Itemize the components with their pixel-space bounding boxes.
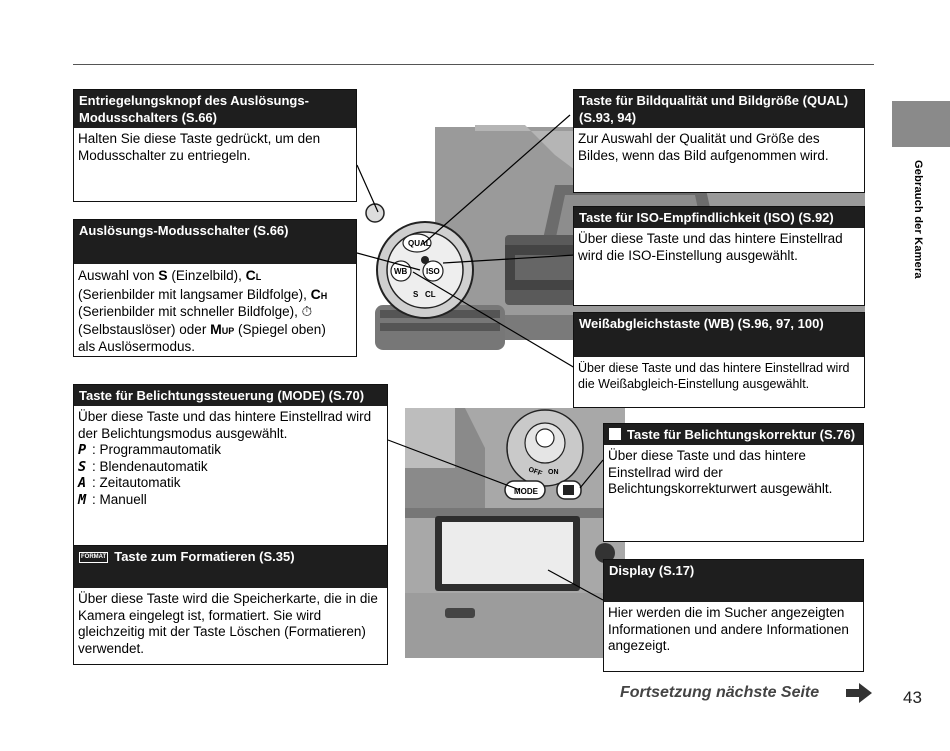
svg-text:QUAL: QUAL [408, 239, 431, 248]
callout-exp-comp: Taste für Belichtungskorrektur (S.76) Üb… [603, 423, 864, 542]
svg-text:OFF: OFF [527, 466, 543, 478]
section-tab [892, 101, 950, 147]
callout-title: Taste für Belichtungssteuerung (MODE) (S… [74, 385, 387, 406]
callout-body: Auswahl von S (Einzelbild), CL (Serienbi… [78, 267, 328, 354]
callout-body: Hier werden die im Sucher angezeigten In… [608, 605, 849, 653]
svg-text:ISO: ISO [426, 267, 440, 276]
mode-button [504, 480, 546, 500]
callout-title: Taste für ISO-Empfindlichkeit (ISO) (S.9… [574, 207, 864, 228]
callout-title: Taste für Belichtungskorrektur (S.76) [604, 424, 863, 445]
callout-release-lock: Entriegelungsknopf des Auslösungs-Moduss… [73, 89, 357, 202]
callout-body: Zur Auswahl der Qualität und Größe des B… [578, 131, 829, 163]
svg-text:ON: ON [548, 469, 559, 476]
callout-exposure-mode: Taste für Belichtungssteuerung (MODE) (S… [73, 384, 388, 546]
top-rule [73, 64, 874, 65]
callout-body: Über diese Taste und das hintere Einstel… [578, 361, 850, 391]
svg-text:MODE: MODE [514, 487, 539, 496]
self-timer-icon: ⏱ [301, 304, 313, 319]
mode-item: M: Manuell [78, 491, 147, 508]
callout-wb: Weißabgleichstaste (WB) (S.96, 97, 100) … [573, 312, 865, 408]
callout-title: Auslösungs-Modusschalter (S.66) [74, 220, 356, 264]
svg-text:CL: CL [425, 290, 436, 299]
callout-body: Über diese Taste und das hintere Einstel… [578, 231, 843, 263]
page-number: 43 [903, 688, 922, 707]
mode-item: A: Zeitautomatik [78, 475, 181, 491]
arrow-right-icon [846, 683, 872, 703]
camera-back-photo: OFF ON MODE [405, 408, 625, 658]
svg-text:S: S [413, 290, 419, 299]
continued-next-page: Fortsetzung nächste Seite [620, 684, 820, 701]
callout-iso: Taste für ISO-Empfindlichkeit (ISO) (S.9… [573, 206, 865, 306]
mode-list: P: Programmautomatik S: Blendenautomatik… [78, 442, 383, 508]
mode-item: P: Programmautomatik [78, 442, 222, 458]
callout-title: Display (S.17) [604, 560, 863, 602]
callout-body: Über diese Taste und das hintere Einstel… [74, 406, 387, 511]
mode-item: S: Blendenautomatik [78, 458, 208, 475]
callout-release-mode-dial: Auslösungs-Modusschalter (S.66) Auswahl … [73, 219, 357, 357]
callout-quality: Taste für Bildqualität und Bildgröße (QU… [573, 89, 865, 193]
callout-body: Über diese Taste und das hintere Einstel… [608, 448, 833, 496]
callout-display: Display (S.17) Hier werden die im Sucher… [603, 559, 864, 672]
callout-title: Entriegelungsknopf des Auslösungs-Moduss… [74, 90, 356, 128]
exposure-compensation-icon [609, 428, 621, 440]
format-icon: FORMAT [79, 552, 109, 564]
callout-title: Taste für Bildqualität und Bildgröße (QU… [574, 90, 864, 128]
callout-body: Halten Sie diese Taste gedrückt, um den … [78, 131, 321, 163]
callout-title: Weißabgleichstaste (WB) (S.96, 97, 100) [574, 313, 864, 357]
svg-text:WB: WB [394, 267, 408, 276]
callout-body: Über diese Taste wird die Speicherkarte,… [78, 591, 378, 656]
